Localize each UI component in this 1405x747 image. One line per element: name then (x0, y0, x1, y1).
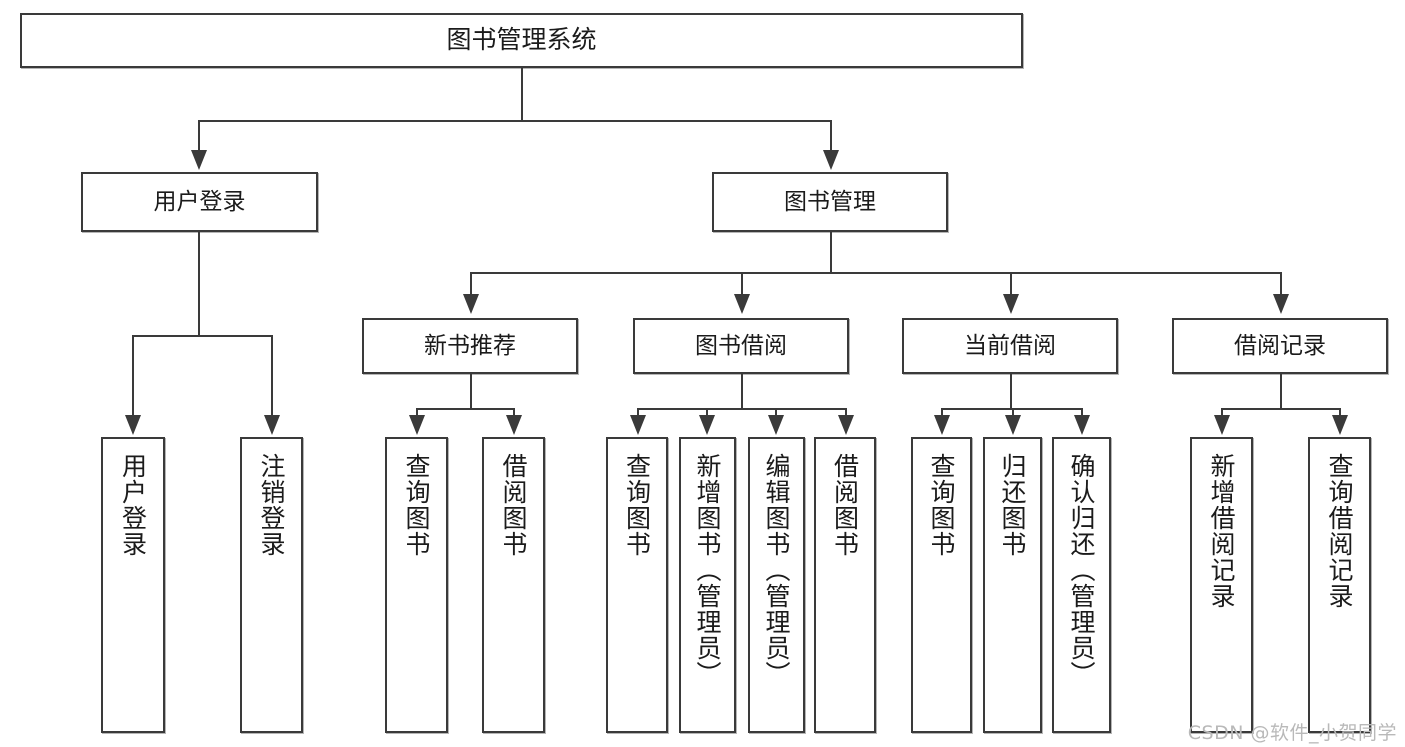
arrowhead-leaf-query-book-1 (409, 415, 425, 435)
connector-borrow-record-bus (1221, 408, 1339, 410)
connector-book-management-bus (470, 272, 1280, 274)
connector-root-to-book-management (830, 120, 832, 150)
node-leaf-user-logout-label: 注销登录 (257, 453, 286, 557)
node-leaf-query-book-2[interactable]: 查询图书 (606, 437, 668, 733)
arrowhead-book-management (823, 150, 839, 170)
node-leaf-query-book-3-label: 查询图书 (927, 453, 956, 557)
arrowhead-leaf-query-book-2 (630, 415, 646, 435)
arrowhead-new-book-recommend (463, 294, 479, 314)
connector-bm-to-new-book (470, 272, 472, 296)
connector-user-login-to-leaf-1 (132, 335, 134, 417)
node-book-management-label: 图书管理 (784, 188, 876, 215)
arrowhead-leaf-borrow-book-2 (838, 415, 854, 435)
node-leaf-add-record[interactable]: 新增借阅记录 (1190, 437, 1253, 733)
node-leaf-query-book-2-label: 查询图书 (622, 453, 652, 557)
connector-user-login-to-leaf-2 (271, 335, 273, 417)
connector-bb-to-leaf-1 (637, 408, 639, 417)
node-leaf-add-book-label: 新增图书（管理员） (693, 453, 722, 687)
arrowhead-user-login (191, 150, 207, 170)
connector-cb-to-leaf-1 (941, 408, 943, 417)
connector-cb-to-leaf-3 (1081, 408, 1083, 417)
connector-bm-to-book-borrow (741, 272, 743, 296)
connector-current-borrow-bus (941, 408, 1081, 410)
node-user-login-label: 用户登录 (153, 188, 246, 215)
node-leaf-confirm-return-label: 确认归还（管理员） (1067, 453, 1096, 687)
arrowhead-current-borrow (1003, 294, 1019, 314)
arrowhead-leaf-user-login (125, 415, 141, 435)
arrowhead-leaf-edit-book (768, 415, 784, 435)
node-leaf-edit-book-label: 编辑图书（管理员） (762, 453, 791, 687)
connector-new-book-to-leaf-2 (513, 408, 515, 417)
node-new-book-recommend-label: 新书推荐 (424, 332, 516, 359)
connector-book-borrow-bus (637, 408, 845, 410)
connector-current-borrow-stem (1010, 374, 1012, 408)
arrowhead-book-borrow (734, 294, 750, 314)
connector-new-book-stem (470, 374, 472, 408)
node-root[interactable]: 图书管理系统 (20, 13, 1023, 68)
arrowhead-leaf-add-record (1214, 415, 1230, 435)
node-leaf-query-book-1[interactable]: 查询图书 (385, 437, 448, 733)
arrowhead-leaf-user-logout (264, 415, 280, 435)
node-leaf-user-login[interactable]: 用户登录 (101, 437, 165, 733)
connector-cb-to-leaf-2 (1012, 408, 1014, 417)
connector-root-bus (198, 120, 832, 122)
connector-br-to-leaf-1 (1221, 408, 1223, 417)
arrowhead-borrow-record (1273, 294, 1289, 314)
node-user-login[interactable]: 用户登录 (81, 172, 318, 232)
connector-bb-to-leaf-2 (706, 408, 708, 417)
connector-new-book-bus (416, 408, 514, 410)
node-leaf-query-book-1-label: 查询图书 (402, 453, 431, 557)
connector-book-borrow-stem (741, 374, 743, 408)
connector-new-book-to-leaf-1 (416, 408, 418, 417)
node-current-borrow[interactable]: 当前借阅 (902, 318, 1118, 374)
arrowhead-leaf-confirm-return (1074, 415, 1090, 435)
node-book-management[interactable]: 图书管理 (712, 172, 948, 232)
node-root-label: 图书管理系统 (446, 25, 597, 55)
arrowhead-leaf-query-book-3 (934, 415, 950, 435)
connector-root-stem (521, 68, 523, 120)
connector-bb-to-leaf-4 (845, 408, 847, 417)
node-book-borrow[interactable]: 图书借阅 (633, 318, 849, 374)
node-leaf-borrow-book-2-label: 借阅图书 (830, 453, 860, 557)
arrowhead-leaf-query-record (1332, 415, 1348, 435)
node-leaf-return-book[interactable]: 归还图书 (983, 437, 1042, 733)
connector-bm-to-borrow-record (1280, 272, 1282, 296)
node-current-borrow-label: 当前借阅 (964, 332, 1056, 359)
node-borrow-record-label: 借阅记录 (1234, 332, 1326, 359)
connector-root-to-user-login (198, 120, 200, 150)
arrowhead-leaf-return-book (1005, 415, 1021, 435)
node-leaf-return-book-label: 归还图书 (998, 453, 1027, 557)
node-leaf-query-book-3[interactable]: 查询图书 (911, 437, 972, 733)
node-book-borrow-label: 图书借阅 (695, 332, 787, 359)
node-leaf-borrow-book-1-label: 借阅图书 (499, 453, 528, 557)
arrowhead-leaf-borrow-book-1 (506, 415, 522, 435)
connector-bm-to-current-borrow (1010, 272, 1012, 296)
connector-user-login-stem (198, 232, 200, 335)
node-leaf-confirm-return[interactable]: 确认归还（管理员） (1052, 437, 1111, 733)
node-leaf-add-book[interactable]: 新增图书（管理员） (679, 437, 736, 733)
node-leaf-query-record[interactable]: 查询借阅记录 (1308, 437, 1371, 733)
node-leaf-user-login-label: 用户登录 (118, 453, 148, 557)
node-leaf-add-record-label: 新增借阅记录 (1207, 453, 1236, 609)
connector-br-to-leaf-2 (1339, 408, 1341, 417)
node-new-book-recommend[interactable]: 新书推荐 (362, 318, 578, 374)
arrowhead-leaf-add-book (699, 415, 715, 435)
connector-book-management-stem (830, 232, 832, 272)
node-leaf-borrow-book-1[interactable]: 借阅图书 (482, 437, 545, 733)
connector-bb-to-leaf-3 (775, 408, 777, 417)
connector-borrow-record-stem (1280, 374, 1282, 408)
connector-user-login-bus (132, 335, 272, 337)
node-borrow-record[interactable]: 借阅记录 (1172, 318, 1388, 374)
node-leaf-borrow-book-2[interactable]: 借阅图书 (814, 437, 876, 733)
node-leaf-query-record-label: 查询借阅记录 (1325, 453, 1354, 609)
node-leaf-user-logout[interactable]: 注销登录 (240, 437, 303, 733)
node-leaf-edit-book[interactable]: 编辑图书（管理员） (748, 437, 805, 733)
